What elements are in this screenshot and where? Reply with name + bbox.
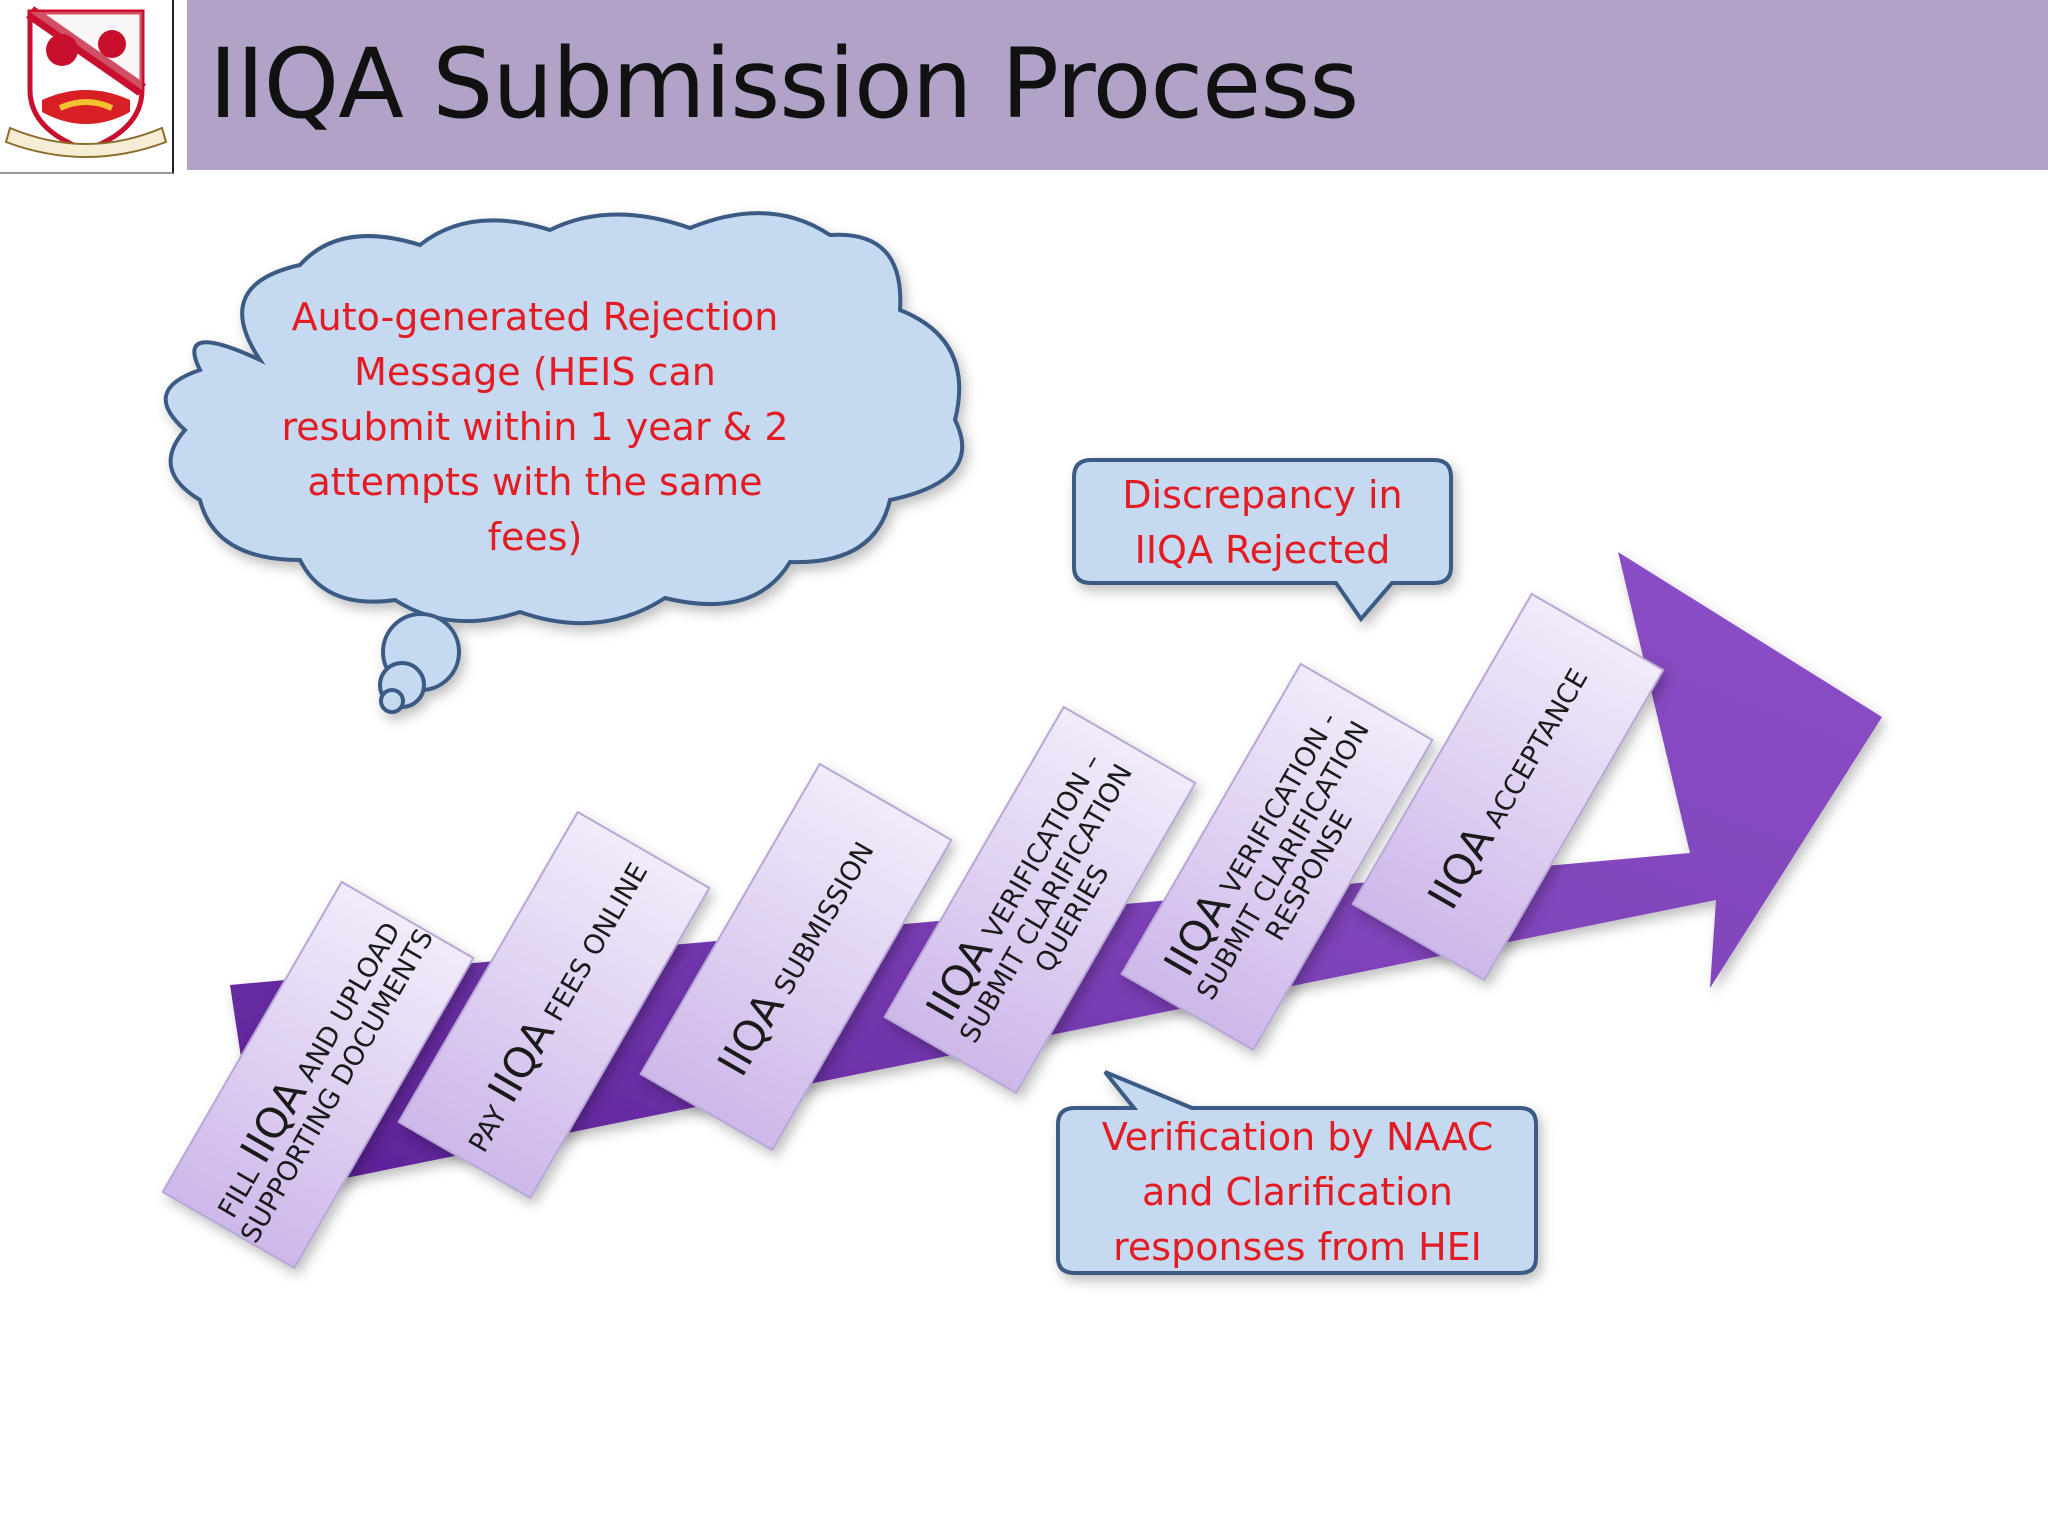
step-box-1 — [161, 880, 475, 1270]
verification-callout-shape — [1056, 1070, 1538, 1275]
college-logo — [0, 0, 174, 174]
page-title: IIQA Submission Process — [209, 28, 1359, 140]
step-box-4 — [883, 705, 1197, 1095]
rejection-cloud-text: Auto-generated Rejection Message (HEIS c… — [281, 295, 789, 559]
discrepancy-callout-text: Discrepancy in IIQA Rejected — [1122, 473, 1403, 572]
verification-callout-text: Verification by NAAC and Clarification r… — [1101, 1115, 1494, 1269]
step-box-3 — [639, 762, 953, 1152]
rejection-cloud — [163, 211, 965, 714]
process-arrow — [230, 552, 1882, 1195]
step-box-5 — [1120, 662, 1434, 1052]
crest-icon — [4, 6, 168, 158]
step-box-6 — [1351, 592, 1665, 982]
title-bar: IIQA Submission Process — [187, 0, 2048, 170]
step-box-2 — [397, 810, 711, 1200]
discrepancy-callout-shape — [1072, 458, 1453, 623]
